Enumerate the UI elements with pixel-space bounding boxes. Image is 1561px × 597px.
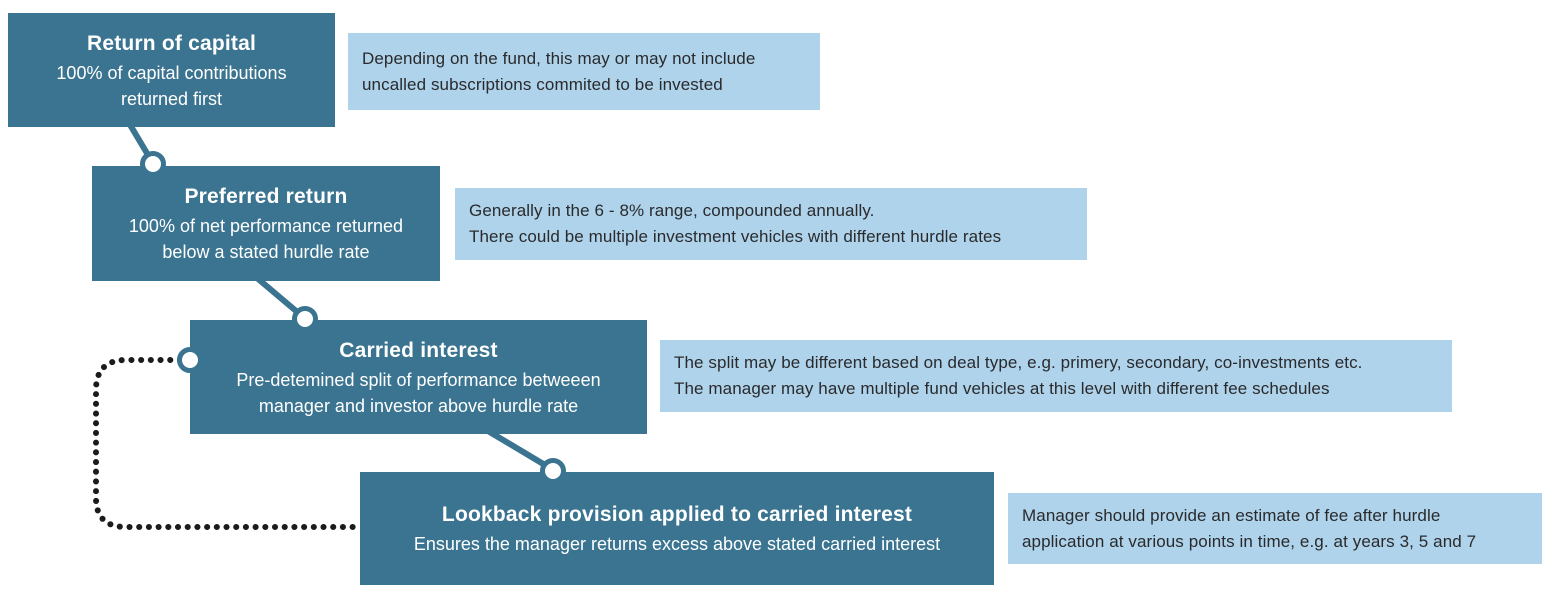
note-line: Depending on the fund, this may or may n… (362, 48, 756, 68)
note-preferred-return: Generally in the 6 - 8% range, compounde… (455, 188, 1087, 260)
note-line: Manager should provide an estimate of fe… (1022, 505, 1441, 525)
step-body: 100% of capital contributions returned f… (56, 60, 286, 112)
step-body-line: Ensures the manager returns excess above… (413, 534, 941, 554)
step-title: Lookback provision applied to carried in… (441, 503, 913, 526)
note-line: The split may be different based on deal… (674, 353, 1363, 372)
step-title: Carried interest (339, 338, 498, 362)
step-body-line: Pre-detemined split of performance betwe… (236, 369, 601, 390)
connector-line-3 (480, 425, 553, 471)
note-return-of-capital: Depending on the fund, this may or may n… (348, 33, 820, 110)
step-body: 100% of net performance returned below a… (129, 213, 403, 265)
step-body-line: manager and investor above hurdle rate (258, 395, 579, 416)
step-box-preferred-return: Preferred return 100% of net performance… (92, 166, 440, 281)
note-line: There could be multiple investment vehic… (469, 227, 1002, 246)
note-lookback-provision: Manager should provide an estimate of fe… (1008, 493, 1542, 564)
step-title: Return of capital (86, 31, 257, 55)
note-line: The manager may have multiple fund vehic… (674, 379, 1330, 398)
note-line: Generally in the 6 - 8% range, compounde… (469, 201, 875, 220)
step-body: Ensures the manager returns excess above… (414, 531, 940, 557)
note-line: application at various points in time, e… (1022, 531, 1477, 551)
step-box-lookback-provision: Lookback provision applied to carried in… (360, 472, 994, 585)
step-body: Pre-detemined split of performance betwe… (236, 367, 600, 419)
step-body-line: 100% of net performance returned (128, 216, 404, 236)
step-body-line: returned first (120, 88, 223, 109)
step-title: Preferred return (184, 185, 348, 208)
step-box-return-of-capital: Return of capital 100% of capital contri… (8, 13, 335, 127)
note-carried-interest: The split may be different based on deal… (660, 340, 1452, 412)
step-body-line: 100% of capital contributions (56, 62, 287, 83)
step-body-line: below a stated hurdle rate (162, 242, 370, 262)
note-line: uncalled subscriptions commited to be in… (362, 74, 723, 94)
step-box-carried-interest: Carried interest Pre-detemined split of … (190, 320, 647, 434)
